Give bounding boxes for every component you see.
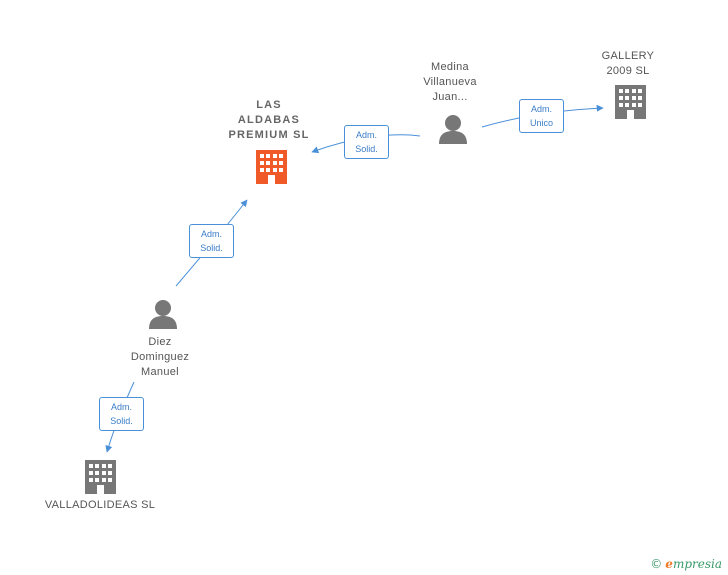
label-line: VALLADOLIDEAS SL — [44, 499, 156, 511]
edge-label-line: Solid. — [110, 416, 133, 426]
label-line: Medina — [431, 61, 469, 73]
edge-label-diez-las-aldabas: Adm. Solid. — [189, 224, 234, 258]
building-icon[interactable] — [85, 460, 116, 494]
label-line: Manuel — [141, 366, 179, 378]
building-icon[interactable] — [615, 85, 646, 119]
label-line: Juan... — [432, 91, 468, 103]
person-icon[interactable] — [149, 300, 177, 329]
edge-label-medina-gallery: Adm. Unico — [519, 99, 564, 133]
brand-name: mpresia — [672, 557, 722, 571]
label-line: 2009 SL — [606, 65, 650, 77]
edge-label-line: Adm. — [530, 104, 552, 114]
edge-label-line: Solid. — [355, 144, 378, 154]
label-line: PREMIUM SL — [228, 129, 310, 141]
label-line: Dominguez — [130, 351, 190, 363]
edge-label-medina-las-aldabas: Adm. Solid. — [344, 125, 389, 159]
edge-label-diez-valladolideas: Adm. Solid. — [99, 397, 144, 431]
label-line: Villanueva — [423, 76, 477, 88]
edge-label-line: Adm. — [200, 229, 222, 239]
label-line: GALLERY — [601, 50, 655, 62]
person-icon[interactable] — [439, 115, 467, 144]
company-label-gallery[interactable]: GALLERY 2009 SL — [588, 49, 668, 79]
edge-label-line: Adm. — [355, 130, 377, 140]
copyright-icon: © — [650, 557, 663, 571]
edge-label-line: Unico — [529, 118, 553, 128]
label-line: Diez — [148, 336, 172, 348]
label-line: LAS — [256, 99, 282, 111]
edge-label-line: Solid. — [200, 243, 223, 253]
person-label-diez[interactable]: Diez Dominguez Manuel — [115, 335, 205, 380]
brand-first-letter: e — [665, 557, 673, 571]
person-label-medina[interactable]: Medina Villanueva Juan... — [405, 60, 495, 105]
company-label-valladolideas[interactable]: VALLADOLIDEAS SL — [30, 498, 170, 513]
building-icon[interactable] — [256, 150, 287, 184]
edge-label-line: Adm. — [110, 402, 132, 412]
company-label-las-aldabas[interactable]: LAS ALDABAS PREMIUM SL — [214, 98, 324, 143]
label-line: ALDABAS — [237, 114, 301, 126]
empresia-logo: ©empresia — [650, 557, 722, 571]
